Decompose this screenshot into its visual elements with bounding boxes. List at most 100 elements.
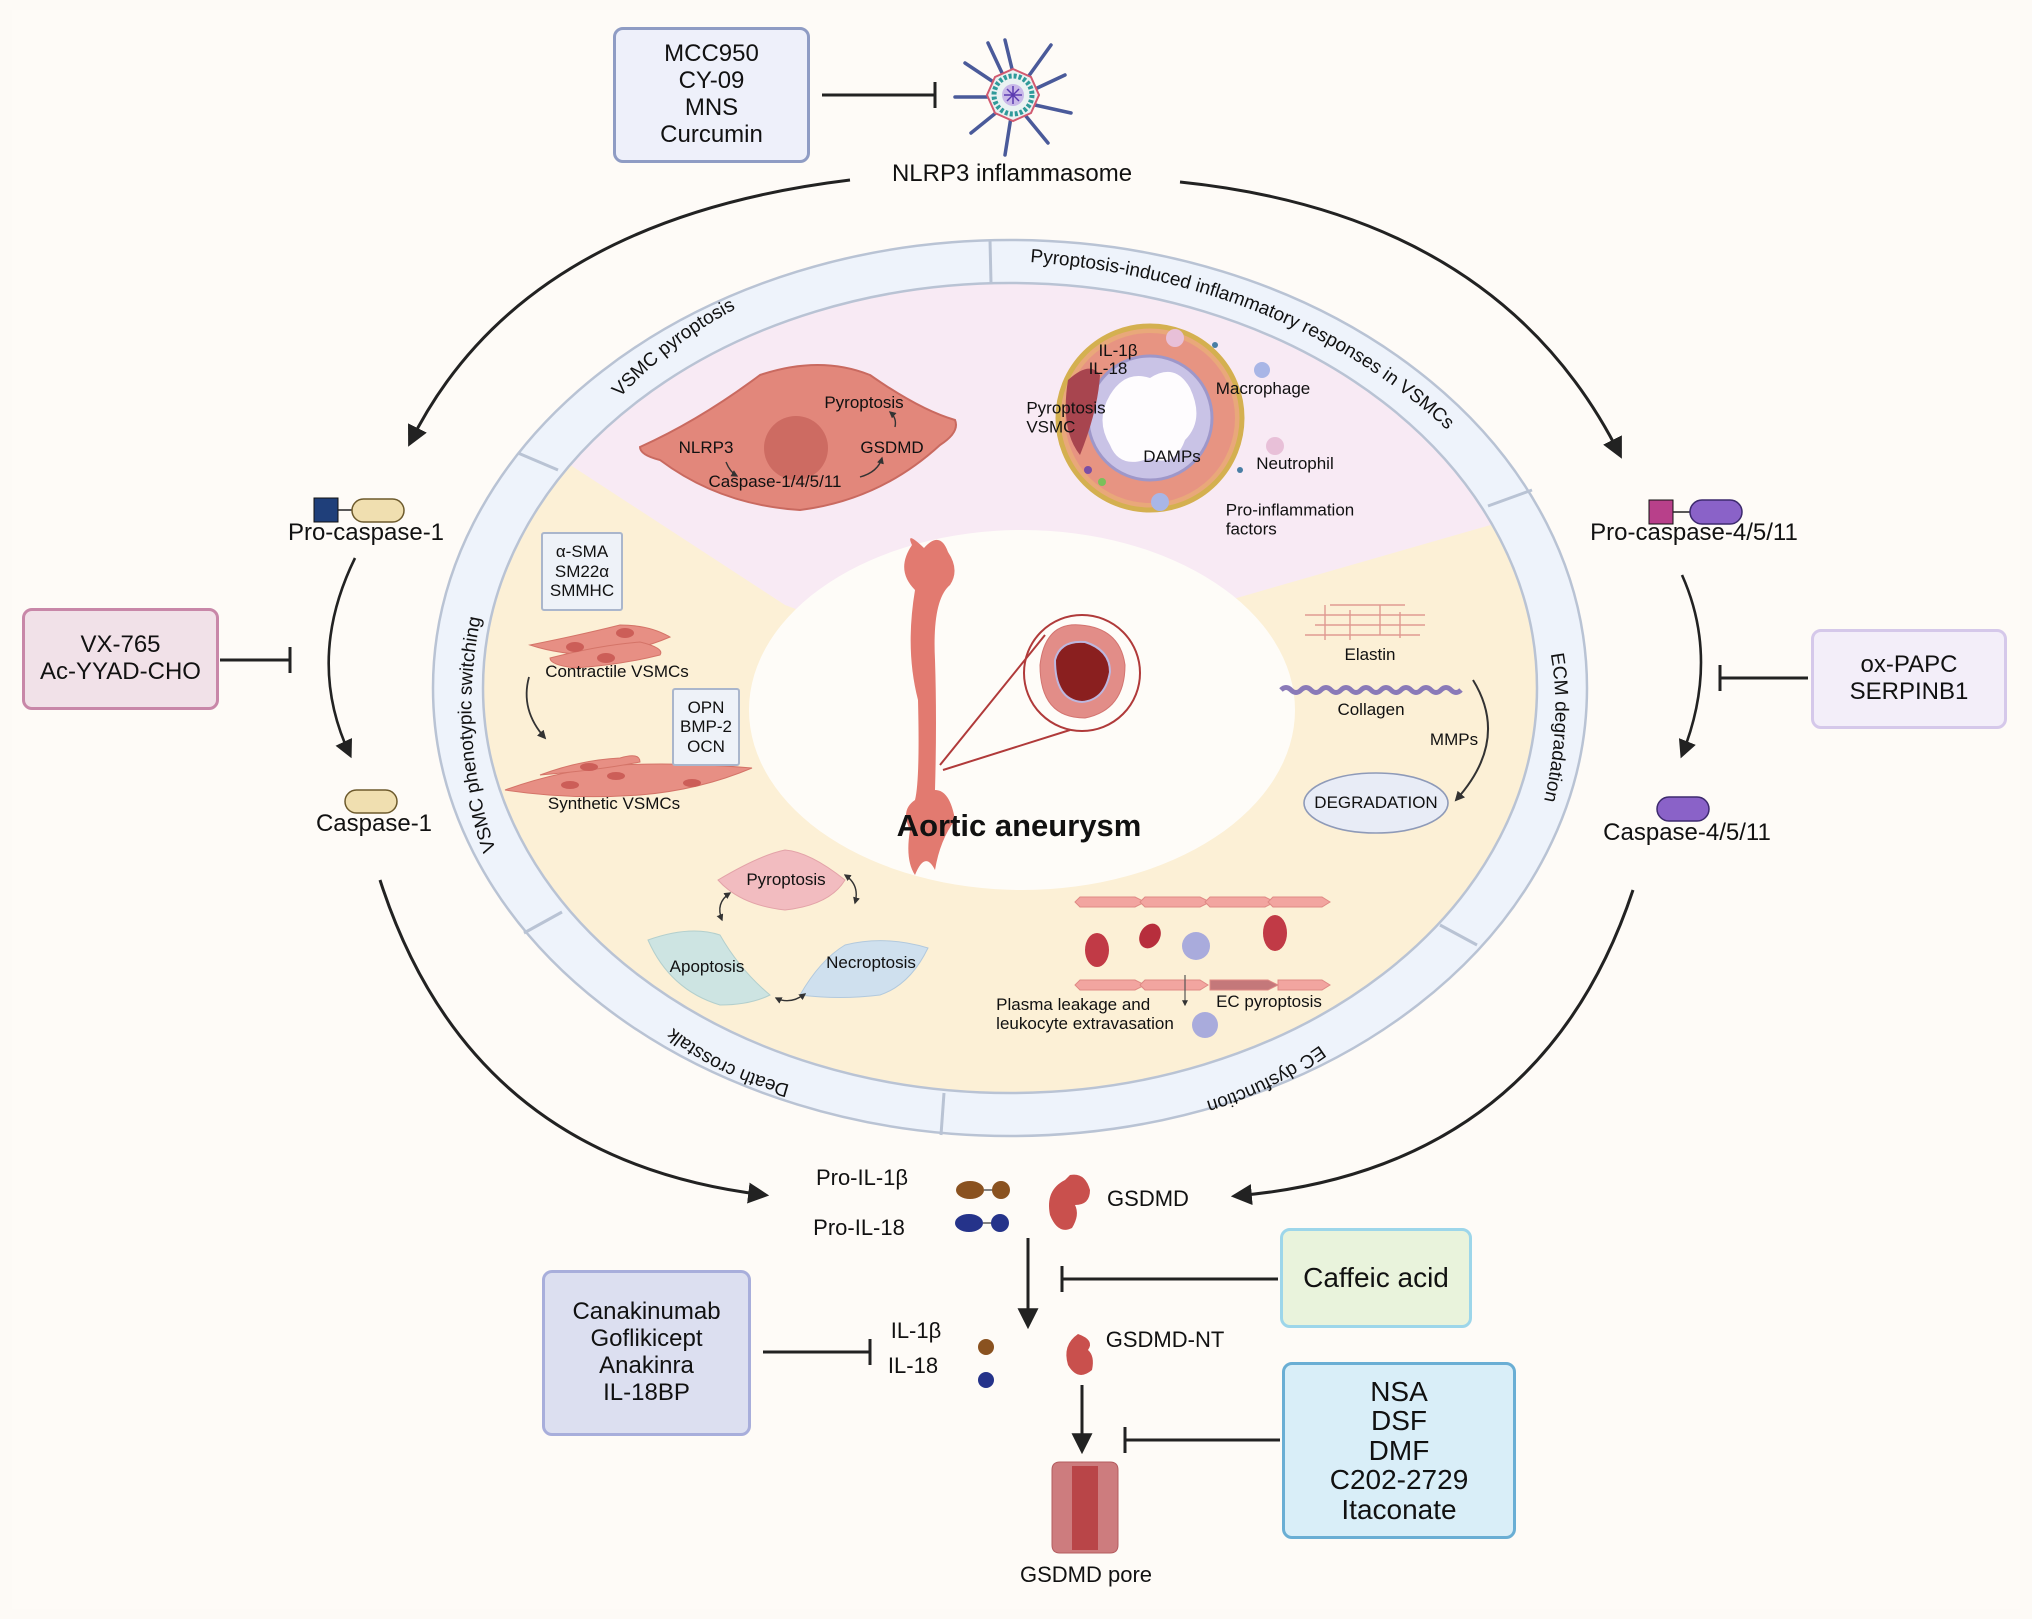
inhibitor-dsf: DSF [1371,1405,1427,1437]
ring-divider [1439,923,1478,947]
caffeic-acid-box: Caffeic acid [1280,1228,1472,1328]
marker-ocn: OCN [687,736,725,756]
vessel-il18-label: IL-18 [1088,359,1128,378]
vessel-damps-label: DAMPs [1143,447,1201,466]
arrow-procaspase4-to-caspase4 [1678,574,1703,759]
arrow-contractile-to-synthetic [525,676,547,740]
arrow-caspase4-to-substrates [1230,889,1635,1206]
gsdmd-nt-label: GSDMD-NT [1105,1327,1225,1352]
mmps-label: MMPs [1429,730,1479,749]
inhibitor-ox-papc: ox-PAPC [1860,651,1958,679]
label-line: VSMC [1026,417,1076,436]
nlrp3-inflammasome-label: NLRP3 inflammasome [891,160,1133,187]
elastin-label: Elastin [1344,645,1396,664]
gsdmd-nt-icon [1066,1334,1093,1375]
marker-asma: α-SMA [555,542,609,562]
svg-text:EC dysfunction: EC dysfunction [1204,1041,1329,1117]
crosstalk-apoptosis-label: Apoptosis [669,957,745,976]
inhibitor-anakinra: Anakinra [599,1352,694,1379]
gsdmd-icon [1049,1174,1090,1230]
vsmc-cell-illustration [638,364,957,512]
ring-label-ecm: ECM degradation [1539,652,1571,805]
pro-il18-label: Pro-IL-18 [813,1215,905,1240]
label-line: Pyroptosis [1026,398,1106,418]
pro-il18-icon [955,1214,1009,1232]
pro-il1b-label: Pro-IL-1β [815,1165,909,1190]
collagen-label: Collagen [1337,700,1405,719]
marker-bmp2: BMP-2 [680,717,732,737]
arrow-nlrp3-to-procaspase4 [1179,180,1622,459]
ec-pyroptosis-label: EC pyroptosis [1216,992,1322,1011]
apoptosis-cell [647,930,771,1006]
elastin-fibers [1305,604,1425,640]
marker-sm22a: SM22α [554,561,610,581]
cell-pyroptosis-label: Pyroptosis [824,393,904,412]
caspase-1-icon [344,789,398,814]
inhibitor-il18bp: IL-18BP [603,1378,690,1406]
label-line: Plasma leakage and [996,994,1151,1014]
ring-label-vsmc-pyroptosis: VSMC pyroptosis [608,295,738,401]
label-line: leukocyte extravasation [996,1014,1174,1033]
svg-text:VSMC pyroptosis: VSMC pyroptosis [608,295,738,401]
center-title: Aortic aneurysm [896,808,1142,843]
arrow-caspase1-to-substrates [378,879,770,1204]
necroptosis-cell [799,940,929,998]
inflammasome-icon [953,38,1073,157]
endothelial-layer [1074,896,1331,991]
degradation-ellipse [1303,772,1449,834]
leukocyte [1182,932,1210,960]
il18-icon [978,1372,994,1388]
vessel-macrophage-label: Macrophage [1215,379,1311,398]
inhibitor-cy09: CY-09 [678,67,745,95]
inhibitor-canakinumab: Canakinumab [572,1298,721,1326]
red-blood-cell [1263,915,1287,951]
ring-label-ec-dysfunction: EC dysfunction [1204,1041,1329,1117]
inhibitor-itaconate: Itaconate [1341,1493,1457,1525]
vessel-pyroptosis-vsmc-label: Pyroptosis VSMC [1026,399,1105,436]
caspase-4-icon [1656,796,1710,822]
inhibitor-vx765: VX-765 [80,631,161,659]
pro-caspase-1-label: Pro-caspase-1 [287,519,445,546]
arrow-nlrp3-to-procaspase1 [408,178,851,447]
inhibitor-goflikicept: Goflikicept [590,1325,703,1353]
aorta-illustration [904,538,1141,875]
red-blood-cell [1139,923,1161,949]
gsdmd-pore-label: GSDMD pore [1019,1562,1153,1587]
cell-nlrp3-label: NLRP3 [678,438,734,457]
caspase1-inhibitor-box: VX-765 Ac-YYAD-CHO [22,608,219,710]
crosstalk-pyroptosis-label: Pyroptosis [746,870,826,889]
vessel-cross-section [1055,323,1284,513]
red-blood-cell [1085,933,1109,967]
il-inhibitor-box: Canakinumab Goflikicept Anakinra IL-18BP [542,1270,751,1436]
synthetic-vsmcs-label: Synthetic VSMCs [547,794,681,813]
caspase4-inhibitor-box: ox-PAPC SERPINB1 [1811,629,2007,729]
caspase-4-label: Caspase-4/5/11 [1603,819,1771,846]
il1b-label: IL-1β [890,1318,942,1343]
label-line: Pro-inflammation [1225,500,1355,520]
cell-gsdmd-label: GSDMD [860,438,924,457]
il1b-icon [978,1339,994,1355]
svg-text:Death crosstalk: Death crosstalk [663,1024,792,1101]
inhibitor-caffeic-acid: Caffeic acid [1303,1262,1449,1294]
nlrp3-inhibitor-box: MCC950 CY-09 MNS Curcumin [613,27,810,163]
vessel-il1b-label: IL-1β [1098,341,1138,360]
gsdmd-label: GSDMD [1107,1186,1189,1211]
ring-label-death-crosstalk: Death crosstalk [663,1024,792,1101]
inhibitor-c202-2729: C202-2729 [1329,1464,1469,1496]
pro-il1b-icon [956,1181,1010,1199]
inhibitor-mns: MNS [684,94,739,121]
svg-text:ECM degradation: ECM degradation [1539,652,1571,805]
gsdmd-pore-icon [1051,1461,1119,1554]
marker-smmhc: SMMHC [549,581,615,601]
svg-text:VSMC phenotypic switching: VSMC phenotypic switching [455,615,500,855]
inhibitor-nsa: NSA [1370,1376,1428,1408]
crosstalk-necroptosis-label: Necroptosis [826,953,916,972]
marker-opn: OPN [687,697,725,717]
label-line: factors [1225,519,1277,538]
ring-divider [988,239,993,284]
vessel-neutrophil-label: Neutrophil [1256,454,1334,473]
arrow-mmps [1454,679,1490,802]
inhibitor-ac-yyad-cho: Ac-YYAD-CHO [40,658,201,685]
cell-caspase-label: Caspase-1/4/5/11 [708,472,842,491]
